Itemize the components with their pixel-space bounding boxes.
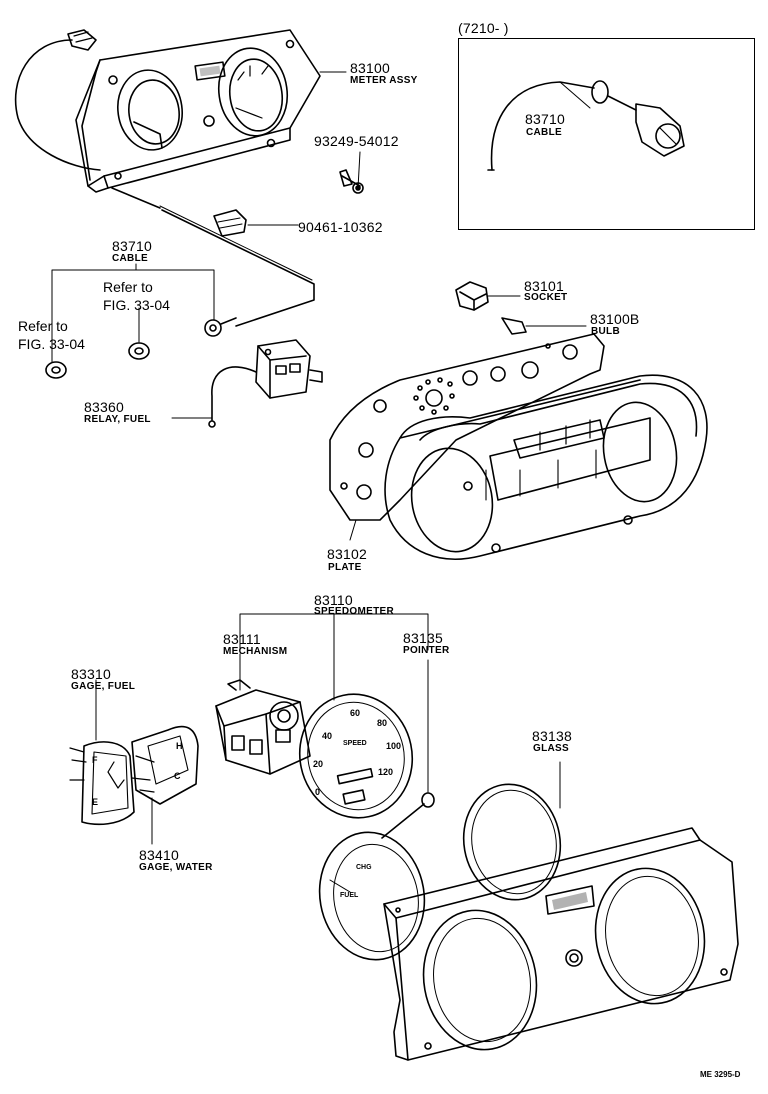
gage-water-number: 83410 <box>139 847 179 863</box>
glass-drawing <box>455 762 570 907</box>
speedometer-dial-drawing <box>288 614 423 828</box>
speedo-mark-40: 40 <box>322 731 333 741</box>
inset-frame <box>458 38 755 230</box>
refer-b-line1: Refer to <box>18 318 68 334</box>
speedo-mark-120: 120 <box>378 767 394 777</box>
cable-end-drawing <box>205 318 236 336</box>
speedometer-number: 83110 <box>314 592 353 608</box>
socket-name: SOCKET <box>524 292 568 303</box>
gage-fuel-drawing <box>70 680 134 824</box>
plate-name: PLATE <box>328 562 362 573</box>
glass-name: GLASS <box>533 743 569 754</box>
clip-drawing <box>214 210 246 236</box>
cable-main-number: 83710 <box>112 238 152 254</box>
panel-mark-chg: CHG <box>356 864 372 871</box>
screw-number: 93249-54012 <box>314 133 399 149</box>
pointer-drawing <box>382 660 434 838</box>
meter-assy-drawing <box>16 30 320 326</box>
plate-number: 83102 <box>327 546 367 562</box>
panel-mark-fuel: FUEL <box>340 892 359 899</box>
fuel-mark-empty: E <box>92 797 99 807</box>
inset-cable-drawing <box>488 81 684 170</box>
clip-number: 90461-10362 <box>298 219 383 235</box>
speedo-mark-80: 80 <box>377 718 388 728</box>
gage-fuel-name: GAGE, FUEL <box>71 681 136 692</box>
speedometer-name: SPEEDOMETER <box>314 606 394 617</box>
inset-cable-number: 83710 <box>525 111 565 127</box>
mechanism-number: 83111 <box>223 631 261 647</box>
bulb-name: BULB <box>591 326 620 337</box>
relay-number: 83360 <box>84 399 124 415</box>
plate-drawing <box>330 334 707 559</box>
speedo-center-text: SPEED <box>343 740 367 747</box>
socket-drawing <box>456 282 520 310</box>
bulb-number: 83100B <box>590 311 640 327</box>
fuel-mark-full: F <box>92 755 98 765</box>
speedo-mark-60: 60 <box>350 708 361 718</box>
washer-b <box>46 362 66 378</box>
relay-name: RELAY, FUEL <box>84 414 151 425</box>
meter-assy-name: METER ASSY <box>350 75 418 86</box>
leader-lines-top <box>52 72 360 418</box>
bulb-drawing <box>502 318 586 334</box>
mechanism-drawing <box>216 654 310 774</box>
leader-lines-speedo <box>240 614 428 650</box>
relay-fuel-drawing <box>209 340 322 427</box>
meter-assy-number: 83100 <box>350 60 390 76</box>
speedo-mark-20: 20 <box>313 759 324 769</box>
front-panel-drawing <box>384 828 738 1060</box>
speedo-mark-100: 100 <box>386 741 402 751</box>
water-mark-cold: C <box>174 771 181 781</box>
pointer-number: 83135 <box>403 630 443 646</box>
washer-a <box>129 343 149 359</box>
water-mark-hot: H <box>176 741 183 751</box>
inset-title: (7210- ) <box>458 20 509 36</box>
inset-cable-name: CABLE <box>526 127 562 138</box>
gage-fuel-number: 83310 <box>71 666 111 682</box>
glass-number: 83138 <box>532 728 572 744</box>
bezel-ring-drawing <box>310 824 435 968</box>
gage-water-drawing <box>132 727 198 844</box>
refer-a-line2: FIG. 33-04 <box>103 297 170 313</box>
figure-code: ME 3295-D <box>700 1070 741 1079</box>
mechanism-name: MECHANISM <box>223 646 288 657</box>
gage-water-name: GAGE, WATER <box>139 862 213 873</box>
pointer-name: POINTER <box>403 645 450 656</box>
socket-number: 83101 <box>524 278 564 294</box>
refer-b-line2: FIG. 33-04 <box>18 336 85 352</box>
screw-drawing <box>340 170 363 193</box>
speedo-mark-0: 0 <box>315 787 321 797</box>
refer-a-line1: Refer to <box>103 279 153 295</box>
cable-main-name: CABLE <box>112 253 148 264</box>
